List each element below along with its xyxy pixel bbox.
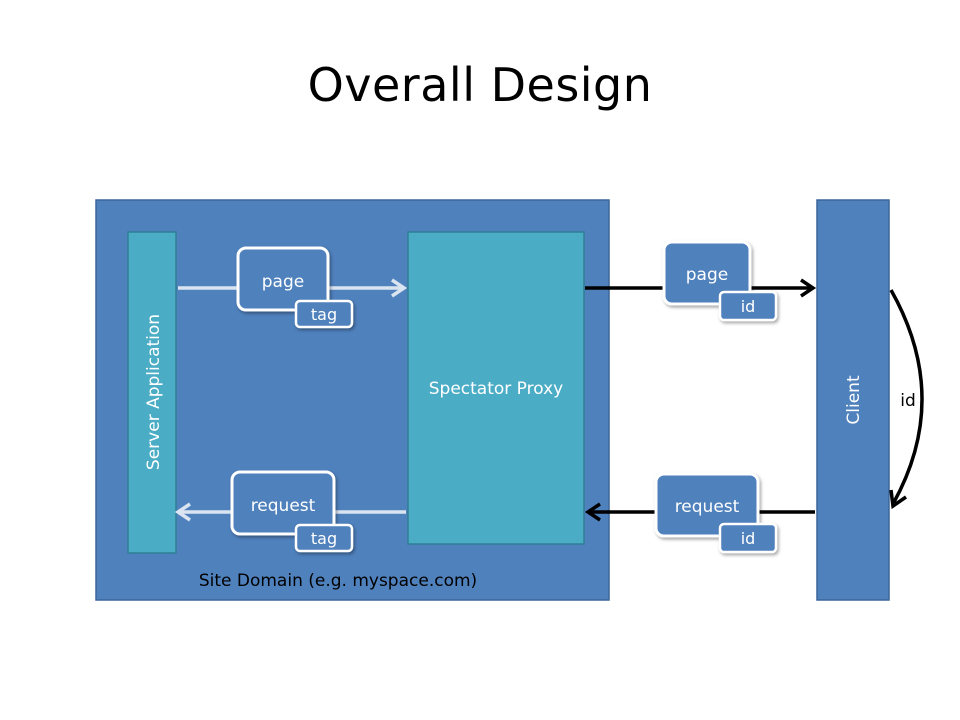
message-request-id-main: request [675,497,740,517]
slide-title: Overall Design [307,58,653,112]
client-label: Client [844,375,864,425]
message-request-id: request id [654,472,778,554]
message-page-id-box [662,240,752,306]
message-request-id-box [654,472,760,538]
message-page-tag: page tag [236,246,354,329]
message-page-id: page id [662,240,778,322]
message-page-id-badge-text: id [741,297,756,316]
message-page-tag-main: page [262,272,304,292]
client-box [816,199,890,601]
server-application-label: Server Application [144,314,164,470]
client-id-loop-arrow [889,289,924,510]
client-loop-id-label: id [900,391,916,411]
message-request-id-badge [718,522,778,554]
message-page-tag-badge [294,299,354,329]
message-request-id-badge-text: id [741,529,756,548]
message-page-id-main: page [686,265,728,285]
message-page-tag-box [236,246,330,312]
message-request-tag-badge-text: tag [311,529,337,548]
message-request-tag: request tag [230,470,354,553]
message-request-tag-main: request [251,496,316,516]
message-page-id-badge [718,290,778,322]
message-request-tag-badge [294,523,354,553]
spectator-proxy-box [407,231,585,545]
message-request-tag-box [230,470,336,536]
server-application-box [127,231,177,554]
site-domain-label: Site Domain (e.g. myspace.com) [199,571,477,591]
spectator-proxy-label: Spectator Proxy [429,379,564,399]
message-page-tag-badge-text: tag [311,305,337,324]
